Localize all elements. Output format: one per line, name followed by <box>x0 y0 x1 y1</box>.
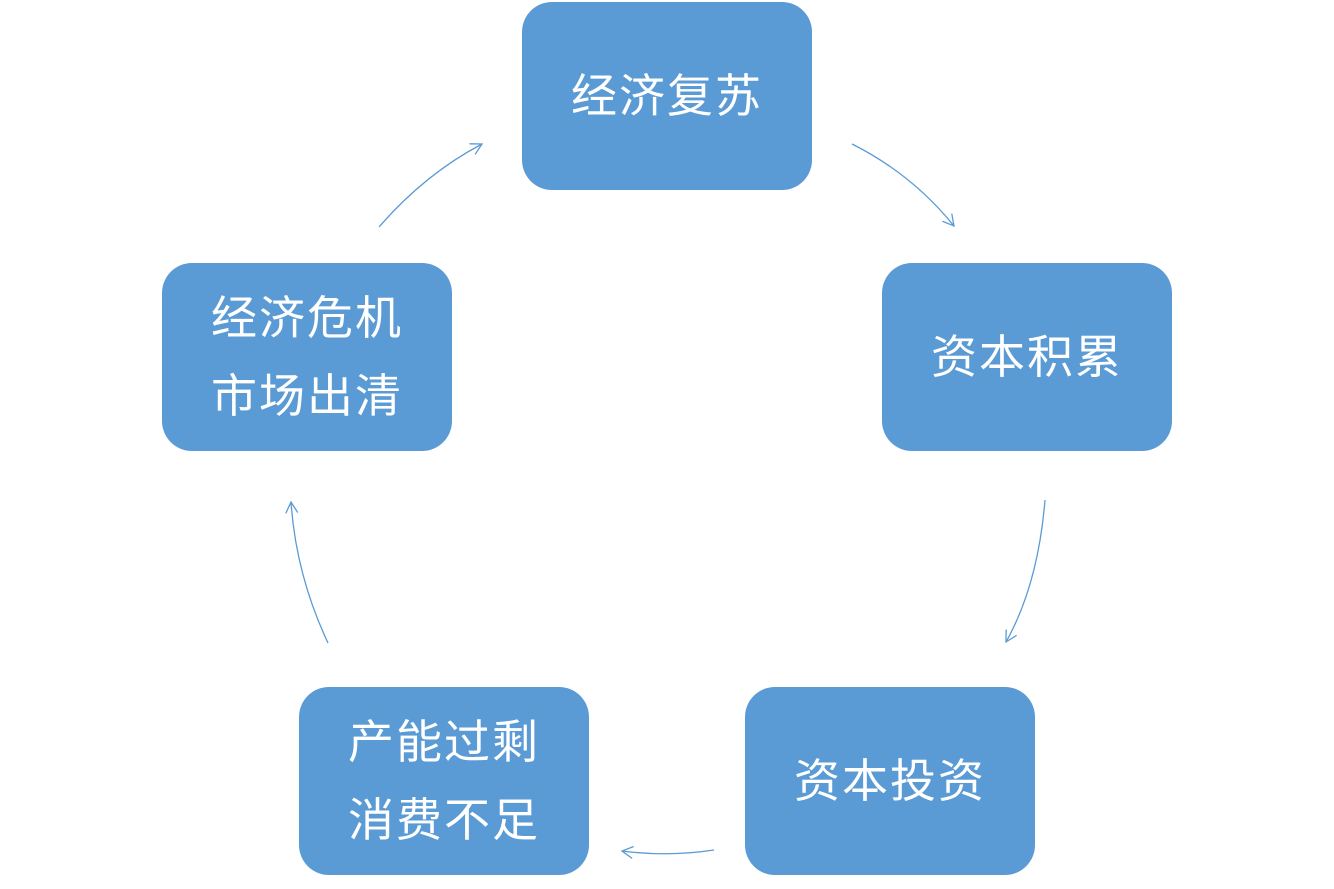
node-economic-crisis-market-clearing: 经济危机 市场出清 <box>162 263 452 451</box>
node-overcapacity-underconsumption: 产能过剩 消费不足 <box>299 687 589 875</box>
node-label: 资本积累 <box>931 330 1123 384</box>
arrow-overcap-to-crisis <box>285 500 329 644</box>
arrow-crisis-to-recovery <box>378 143 484 228</box>
arrow-accum-to-invest <box>1005 499 1046 644</box>
arrow-invest-to-overcap <box>620 845 715 859</box>
node-label: 经济复苏 <box>571 69 763 123</box>
node-economic-recovery: 经济复苏 <box>522 2 812 190</box>
node-label: 资本投资 <box>794 754 986 808</box>
node-capital-investment: 资本投资 <box>745 687 1035 875</box>
node-label-line-1: 经济危机 <box>211 291 403 345</box>
node-capital-accumulation: 资本积累 <box>882 263 1172 451</box>
node-label-line-2: 消费不足 <box>348 793 540 847</box>
node-label-line-2: 市场出清 <box>211 369 403 423</box>
arrow-recovery-to-accum <box>851 143 955 228</box>
node-label-line-1: 产能过剩 <box>348 715 540 769</box>
